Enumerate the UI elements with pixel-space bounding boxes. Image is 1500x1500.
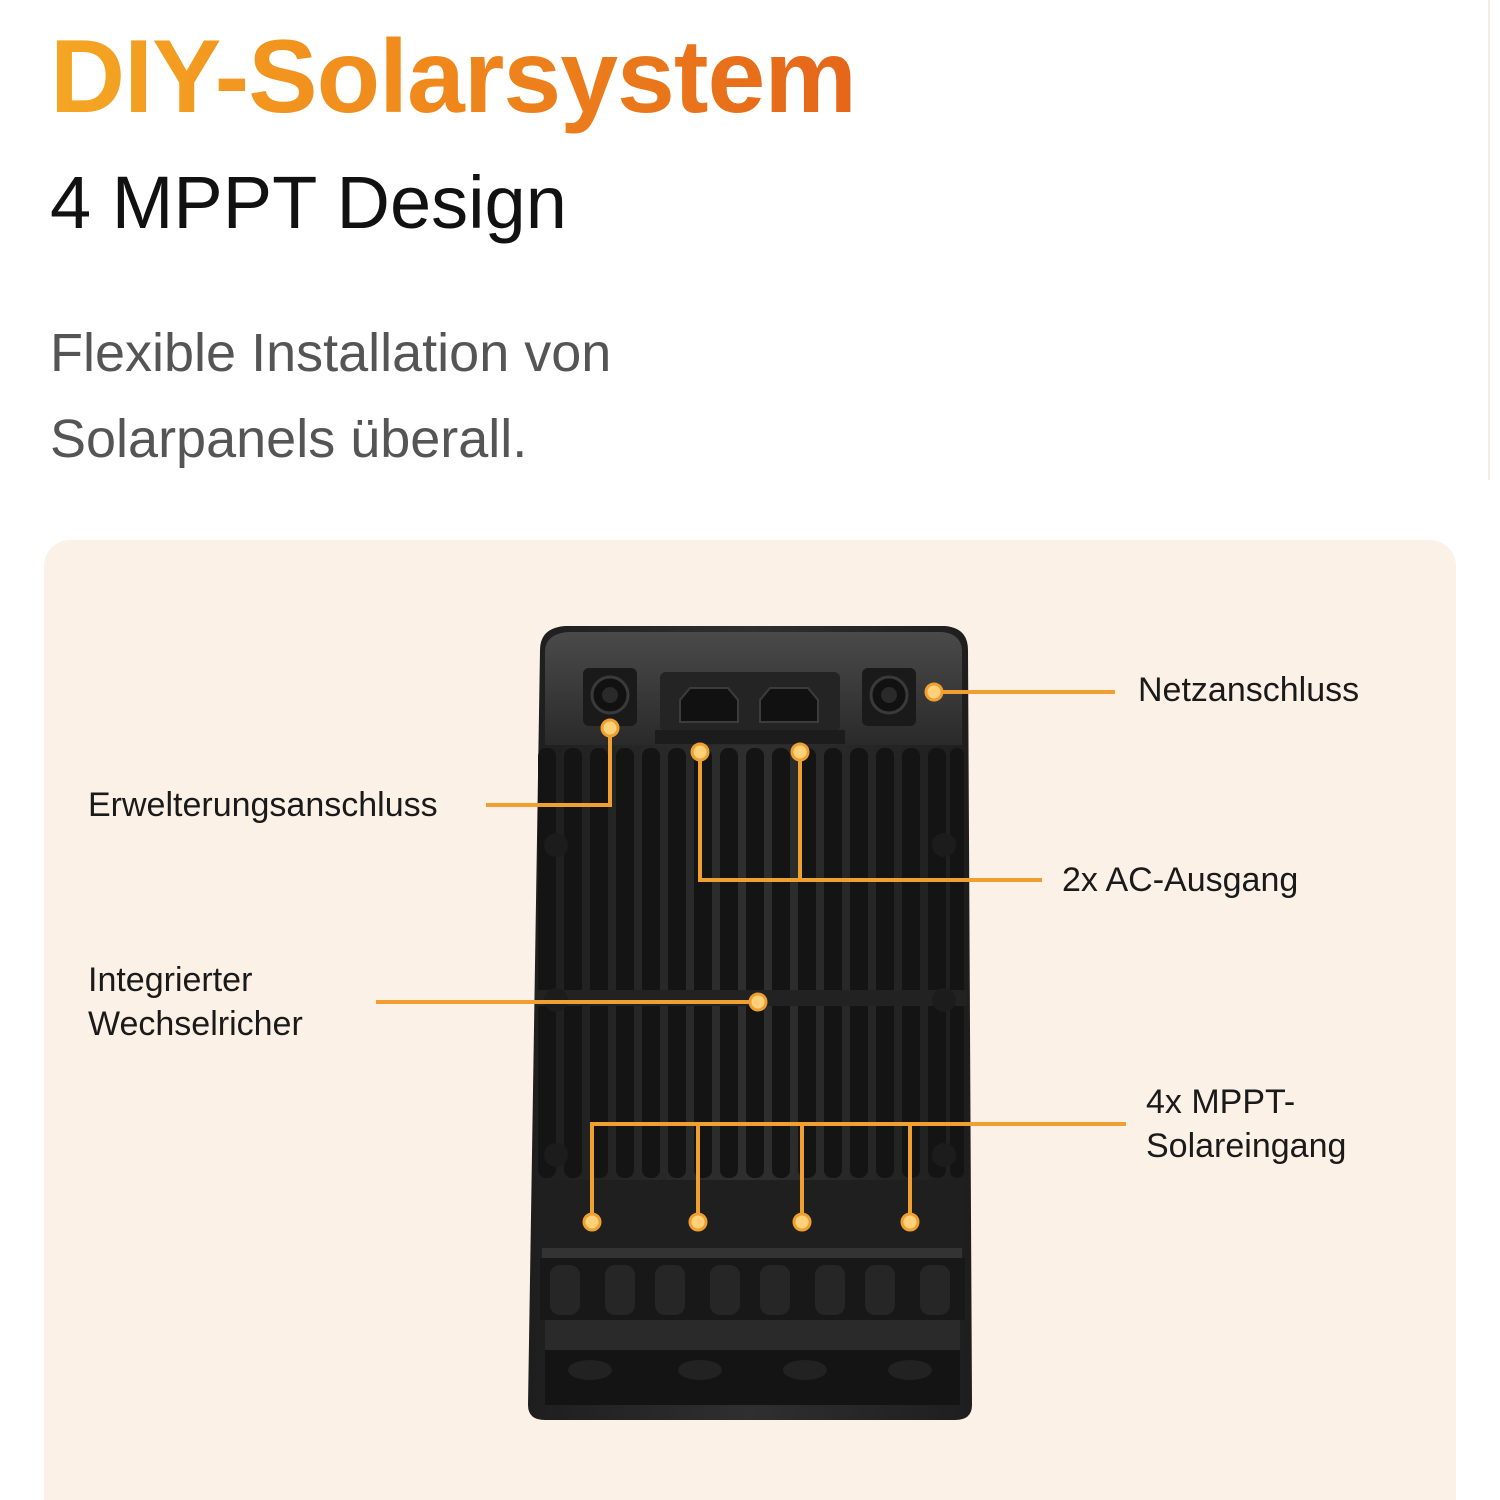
inverter-dot (748, 992, 768, 1012)
mppt-dot-1 (582, 1212, 602, 1232)
callout-wechselrichter-line-2: Wechselricher (88, 1005, 303, 1043)
description-line-1: Flexible Installation von (50, 323, 612, 383)
mppt-dot-4 (900, 1212, 920, 1232)
callout-netzanschluss: Netzanschluss (1138, 671, 1360, 709)
callout-mppt-solareingang: 4x MPPT- Solareingang (1146, 1080, 1346, 1168)
pv-connector-block (540, 1180, 965, 1405)
callout-ac-ausgang: 2x AC-Ausgang (1062, 861, 1299, 899)
mppt-leader-line (590, 1122, 1126, 1222)
headline: DIY-Solarsystem (50, 19, 857, 135)
callout-erweiterungsanschluss: Erwelterungsanschluss (88, 786, 438, 824)
ac-leader-line (698, 752, 1042, 882)
ac-dot-1 (690, 742, 710, 762)
callout-lines (376, 690, 1126, 1222)
callout-mppt-line-1: 4x MPPT- (1146, 1083, 1296, 1121)
callout-dots (582, 682, 944, 1232)
heat-sink (535, 748, 967, 1178)
top-port-bay (583, 668, 916, 744)
mppt-dot-3 (792, 1212, 812, 1232)
ac-dot-2 (790, 742, 810, 762)
netz-dot (924, 682, 944, 702)
subheadline: 4 MPPT Design (50, 161, 567, 244)
callout-wechselrichter: Integrierter Wechselricher (88, 958, 303, 1046)
expansion-dot (600, 718, 620, 738)
description: Flexible Installation von Solarpanels üb… (50, 310, 611, 482)
callout-mppt-line-2: Solareingang (1146, 1127, 1347, 1165)
description-line-2: Solarpanels überall. (50, 409, 528, 469)
expansion-leader-line (486, 728, 612, 807)
callout-wechselrichter-line-1: Integrierter (88, 961, 253, 999)
page-edge-divider (1488, 0, 1490, 480)
mppt-dot-2 (688, 1212, 708, 1232)
